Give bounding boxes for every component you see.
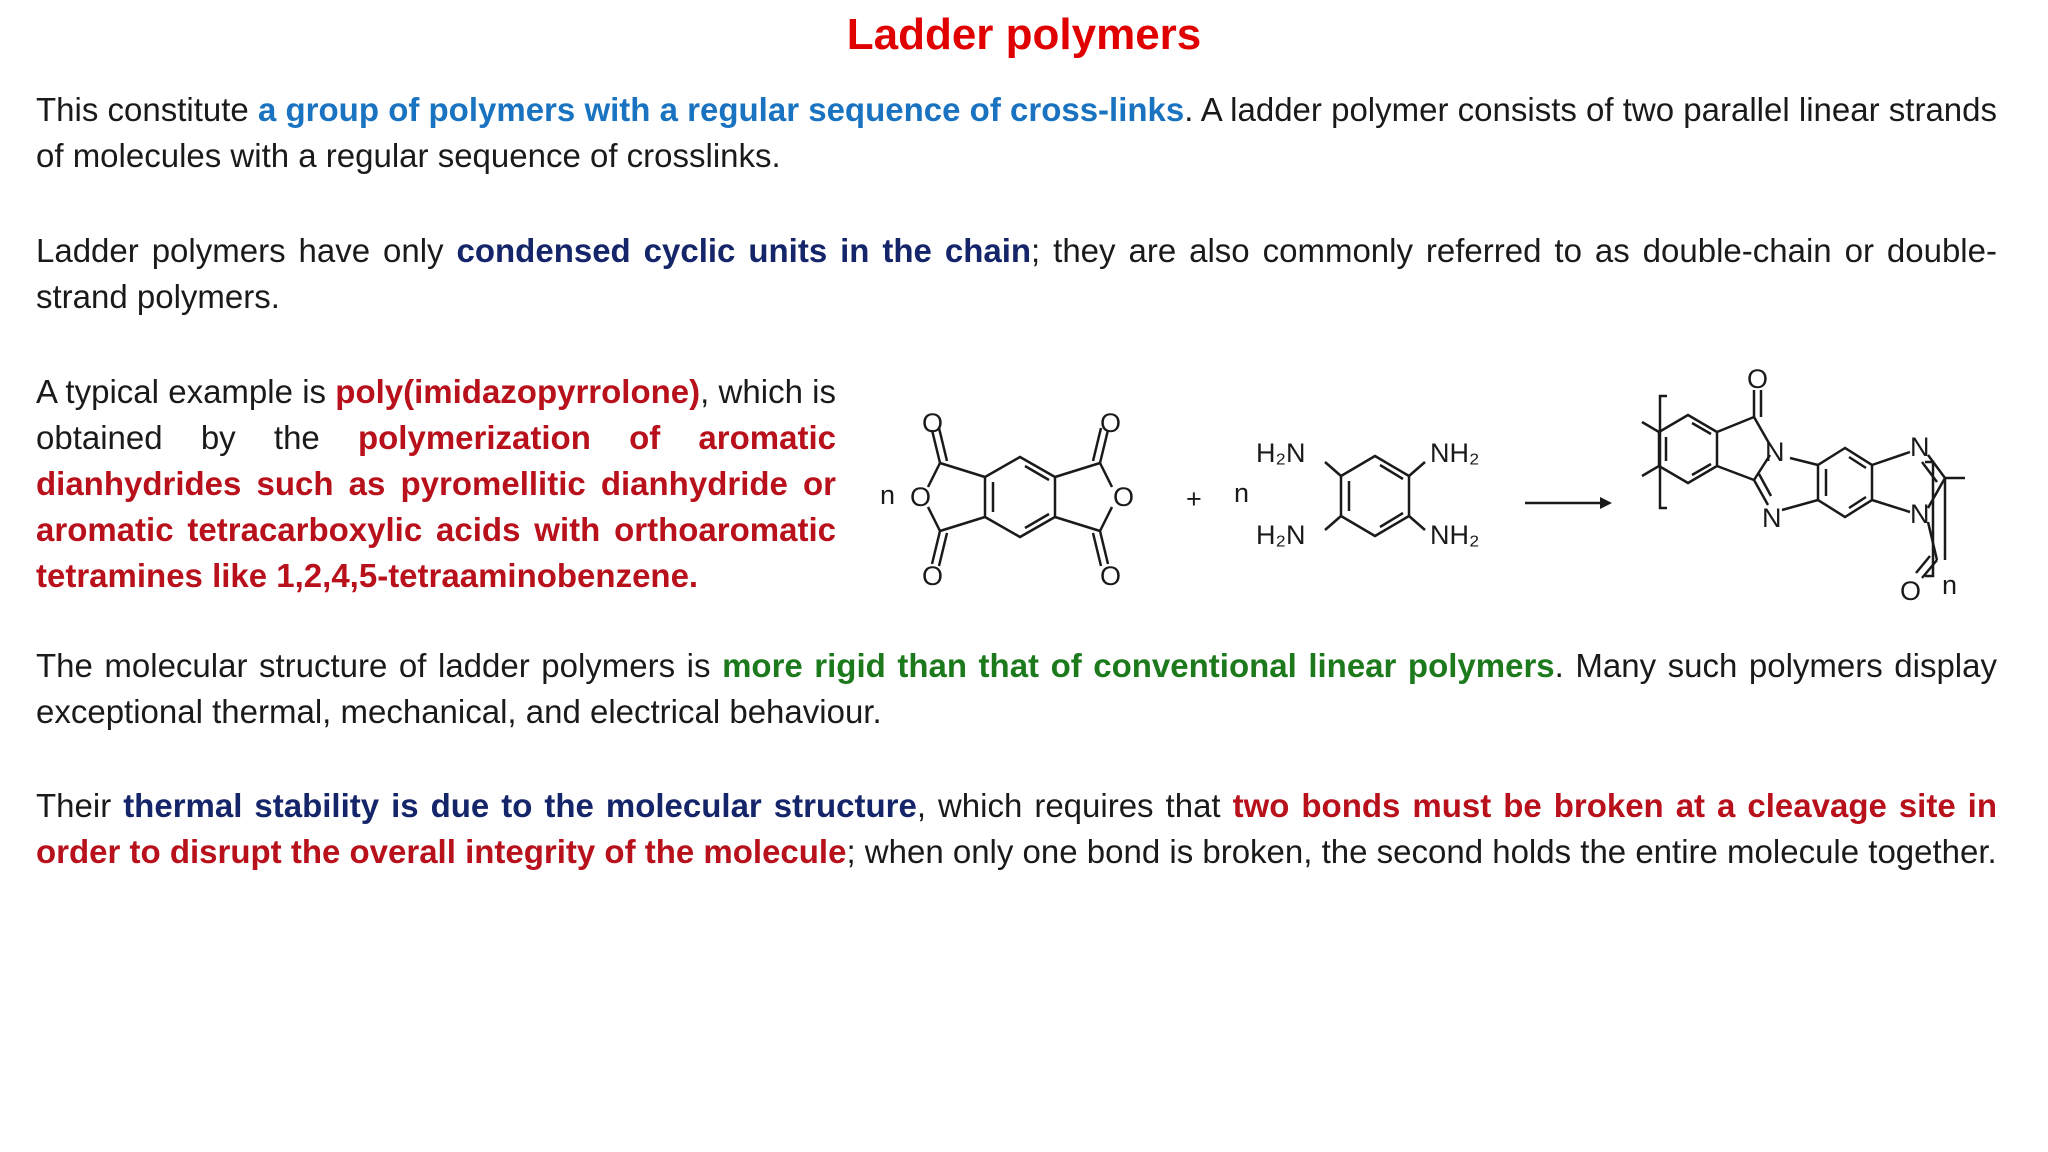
tetraaminobenzene-structure [1324,454,1426,538]
paragraph-example: A typical example is poly(imidazopyrrolo… [36,369,836,599]
text: The molecular structure of ladder polyme… [36,647,723,684]
coefficient-n: n [880,480,895,510]
highlight: two bonds must be broken at a cleavage s… [36,787,1997,870]
ring-nitrogen: N [1765,437,1785,467]
text: , which is obtained by the [36,373,836,456]
text: . Many such polymers display exceptional… [36,647,1997,730]
amine-group: H₂N [1256,520,1305,550]
anhydride-oxygen: O [1100,561,1121,591]
text: Their [36,787,124,824]
coefficient-n: n [1234,478,1249,508]
carbonyl-oxygen: O [1747,364,1768,394]
paragraph-rigidity: The molecular structure of ladder polyme… [36,643,1997,735]
anhydride-oxygen: O [922,408,943,438]
highlight: a group of polymers with a regular seque… [257,91,1185,128]
pyromellitic-dianhydride-structure [926,427,1114,567]
ring-nitrogen: N [1910,432,1930,462]
highlight: thermal stability is due to the molecula… [123,787,917,824]
plus-sign: + [1186,484,1202,514]
amine-group: H₂N [1256,438,1305,468]
amine-group: NH₂ [1430,438,1479,468]
anhydride-oxygen: O [922,561,943,591]
reaction-scheme: n O O O O O O + n H₂N NH₂ H₂N NH₂ O N N … [880,364,1965,606]
text: ; they are also commonly referred to as … [36,232,1997,315]
anhydride-oxygen: O [910,482,931,512]
paragraph-thermal-stability: Their thermal stability is due to the mo… [36,783,1997,875]
arrow-head [1600,497,1612,509]
highlight: more rigid than that of conventional lin… [722,647,1555,684]
paragraph-cyclic-units: Ladder polymers have only condensed cycl… [36,228,1997,320]
ring-nitrogen: N [1762,503,1782,533]
carbonyl-oxygen: O [1900,576,1921,606]
text: . A ladder polymer consists of two paral… [36,91,1998,174]
repeat-unit-n: n [1942,570,1957,600]
text: Ladder polymers have only [36,232,457,269]
ring-nitrogen: N [1910,499,1930,529]
page-title: Ladder polymers [846,10,1202,59]
text: , which requires that [916,787,1233,824]
text: A typical example is [36,373,336,410]
anhydride-oxygen: O [1100,408,1121,438]
amine-group: NH₂ [1430,520,1479,550]
highlight: polymerization of aromatic dianhydrides … [36,419,836,594]
text: This constitute [36,91,258,128]
ladder-polymer-structure [1641,390,1965,579]
paragraph-definition: This constitute a group of polymers with… [36,87,1997,179]
highlight: condensed cyclic units in the chain [456,232,1032,269]
highlight: poly(imidazopyrrolone) [335,373,701,410]
anhydride-oxygen: O [1113,482,1134,512]
text: ; when only one bond is broken, the seco… [846,833,1997,870]
